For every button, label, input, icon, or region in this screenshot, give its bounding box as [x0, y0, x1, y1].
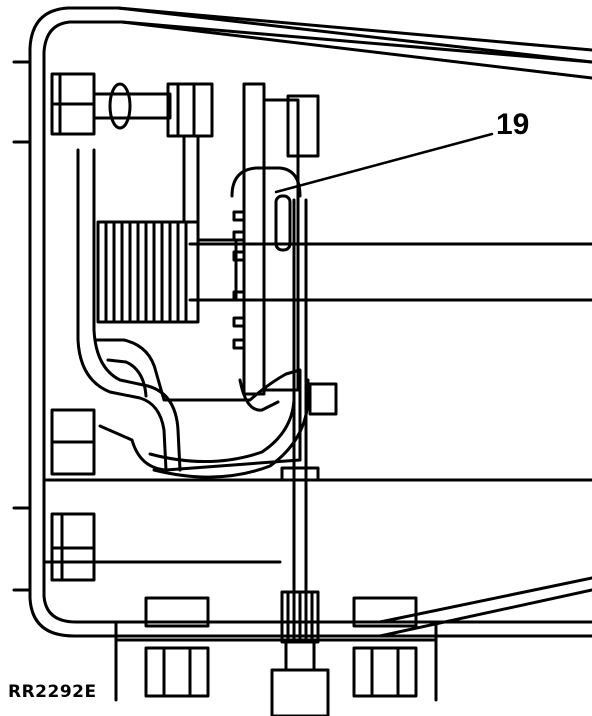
bolt-head	[166, 82, 214, 138]
plate-rivets	[232, 210, 246, 350]
cable-sleeve	[270, 668, 330, 716]
plate-top-block	[286, 94, 320, 158]
spring-coils	[104, 220, 188, 324]
figure-reference: RR2292E	[8, 682, 97, 702]
housing-frame-outer	[28, 6, 592, 638]
bolt-collar	[108, 82, 132, 130]
side-boss	[308, 382, 338, 416]
base-nut-right-top	[352, 596, 418, 628]
top-rail	[116, 6, 592, 52]
adjuster-slot	[274, 194, 292, 252]
top-rail-inner	[120, 20, 592, 64]
casting-body	[94, 338, 302, 472]
spring-hub	[196, 238, 238, 302]
callout-leader	[274, 132, 494, 194]
base-nut-right-bottom	[352, 646, 418, 698]
lower-rail	[378, 588, 592, 638]
linkage-rod	[148, 378, 296, 464]
cable-clip	[280, 466, 320, 482]
adjuster-plate-left	[242, 82, 266, 396]
base-nut-left-bottom	[144, 646, 210, 698]
ferrule-ribs	[286, 590, 314, 644]
callout-label-19: 19	[496, 108, 530, 141]
plate-slot	[230, 166, 302, 198]
pivot-arm	[76, 148, 168, 472]
base-nut-left-top	[144, 596, 210, 628]
housing-frame-inner	[42, 20, 592, 624]
adjuster-plate-right	[262, 98, 300, 392]
bolt-shank	[92, 92, 172, 120]
plate-lower-arc	[238, 378, 280, 412]
